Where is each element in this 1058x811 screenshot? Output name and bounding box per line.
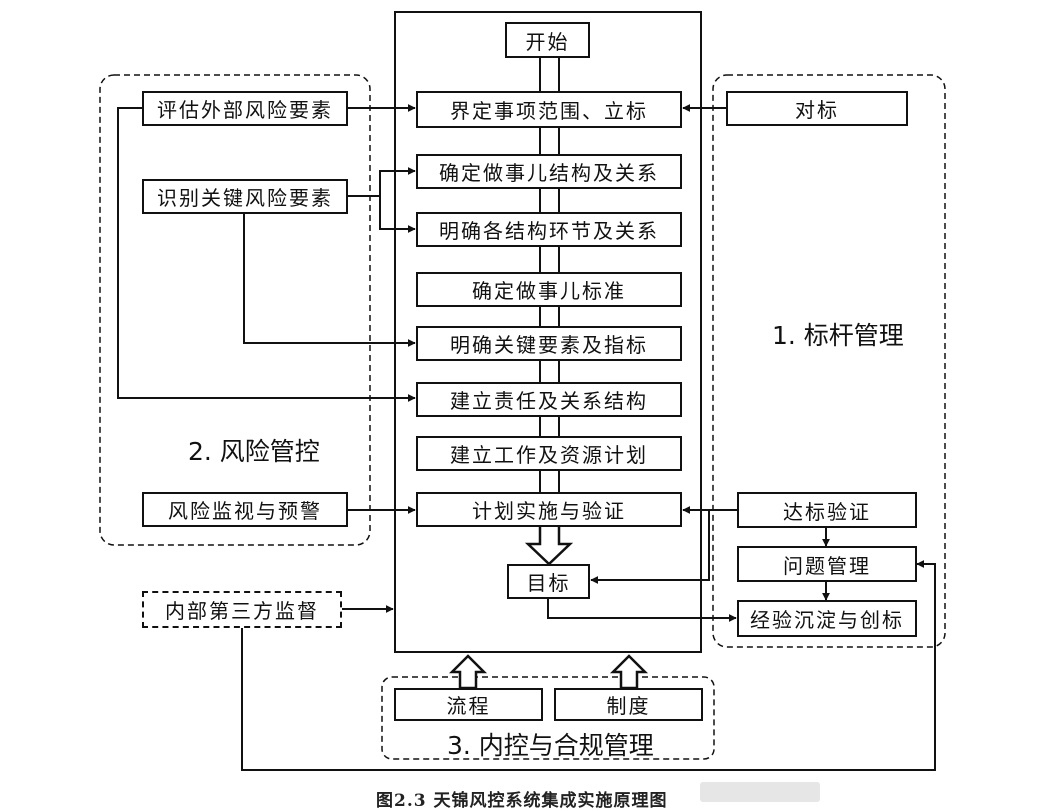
watermark-blur bbox=[700, 782, 820, 802]
step-work-plan: 建立工作及资源计划 bbox=[416, 436, 682, 471]
benchmark-group-title: 1. 标杆管理 bbox=[772, 321, 904, 350]
start-node: 开始 bbox=[505, 22, 590, 58]
risk-identify-key: 识别关键风险要素 bbox=[142, 179, 348, 214]
risk-assess-external: 评估外部风险要素 bbox=[142, 91, 348, 126]
step-clarify-links: 明确各结构环节及关系 bbox=[416, 212, 682, 247]
benchmark-group-frame bbox=[712, 74, 946, 648]
risk-group-frame bbox=[99, 74, 371, 546]
step-flow-track bbox=[539, 128, 560, 492]
supervision-connectors bbox=[241, 560, 936, 771]
compliance-process: 流程 bbox=[394, 688, 543, 721]
start-flow-arrow bbox=[539, 56, 560, 92]
step-define-scope: 界定事项范围、立标 bbox=[416, 91, 682, 128]
benchmark-connectors bbox=[547, 104, 830, 622]
risk-group-title: 2. 风险管控 bbox=[188, 437, 320, 466]
benchmark-compare: 对标 bbox=[726, 91, 908, 126]
compliance-group-frame bbox=[381, 676, 715, 760]
compliance-group-title: 3. 内控与合规管理 bbox=[447, 731, 654, 760]
step-key-elements: 明确关键要素及指标 bbox=[416, 326, 682, 361]
goal-node: 目标 bbox=[507, 564, 590, 599]
system-up-arrow bbox=[609, 654, 649, 690]
step-responsibility: 建立责任及关系结构 bbox=[416, 382, 682, 417]
process-up-arrow bbox=[448, 654, 488, 690]
main-frame bbox=[394, 11, 702, 653]
benchmark-verify: 达标验证 bbox=[737, 492, 917, 528]
risk-monitor-warn: 风险监视与预警 bbox=[142, 492, 348, 527]
risk-connectors bbox=[117, 104, 416, 514]
goal-hollow-arrow bbox=[524, 526, 574, 566]
step-define-structure: 确定做事儿结构及关系 bbox=[416, 154, 682, 189]
compliance-system: 制度 bbox=[554, 688, 703, 721]
figure-caption: 图2.3 天锦风控系统集成实施原理图 bbox=[376, 791, 668, 811]
step-implement-verify: 计划实施与验证 bbox=[416, 492, 682, 527]
step-define-standard: 确定做事儿标准 bbox=[416, 272, 682, 307]
benchmark-experience: 经验沉淀与创标 bbox=[737, 600, 917, 637]
benchmark-issue-management: 问题管理 bbox=[737, 546, 917, 582]
internal-supervision: 内部第三方监督 bbox=[142, 591, 342, 628]
